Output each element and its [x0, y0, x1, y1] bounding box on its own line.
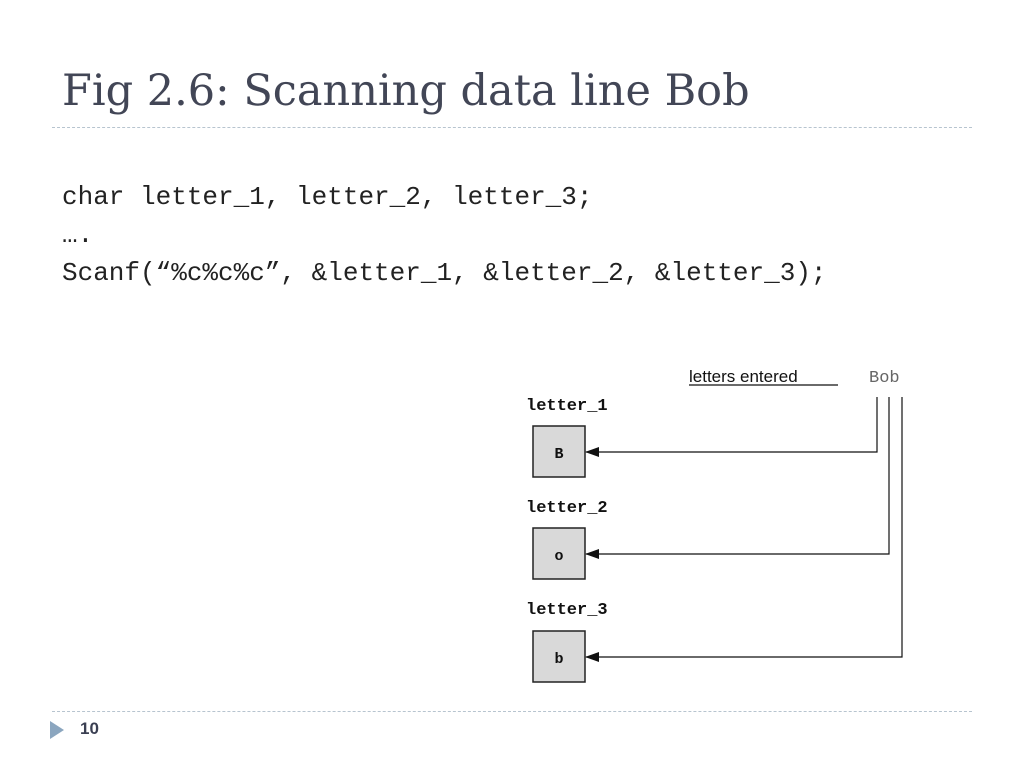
variable-value-letter-2: o	[554, 548, 563, 565]
variable-box-letter-3	[532, 630, 586, 683]
code-line-scanf: Scanf(“%c%c%c”, &letter_1, &letter_2, &l…	[62, 258, 827, 288]
variable-value-letter-3: b	[554, 651, 563, 668]
title-divider	[52, 127, 972, 128]
footer-divider	[52, 711, 972, 712]
arrow-b-to-letter-3	[585, 397, 903, 662]
variable-box-letter-1	[532, 425, 586, 478]
variable-label-letter-3: letter_3	[526, 601, 608, 620]
variable-label-letter-1: letter_1	[526, 397, 608, 416]
letters-entered-label: letters entered	[689, 367, 798, 386]
variable-box-letter-2	[532, 527, 586, 580]
page-number: 10	[80, 719, 99, 738]
footer-triangle-icon	[50, 721, 64, 739]
arrow-b-to-letter-1	[585, 397, 878, 457]
code-line-ellipsis: ….	[62, 220, 94, 250]
input-text-bob: Bob	[869, 369, 900, 388]
arrow-o-to-letter-2	[585, 397, 890, 559]
variable-label-letter-2: letter_2	[526, 499, 608, 518]
variable-value-letter-1: B	[554, 446, 563, 463]
code-line-declaration: char letter_1, letter_2, letter_3;	[62, 182, 593, 212]
code-block: char letter_1, letter_2, letter_3; …. Sc…	[62, 178, 827, 292]
slide-title: Fig 2.6: Scanning data line Bob	[62, 66, 750, 116]
